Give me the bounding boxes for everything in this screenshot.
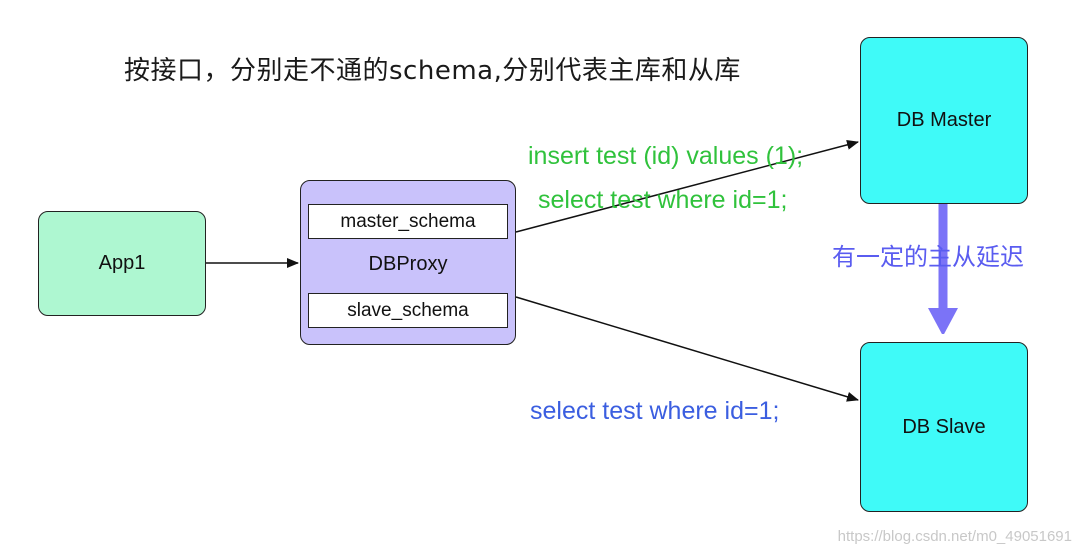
dbproxy-label: DBProxy <box>368 253 448 275</box>
master-insert-sql: insert test (id) values (1); <box>528 142 804 170</box>
watermark: https://blog.csdn.net/m0_49051691 <box>837 528 1072 545</box>
db-master-node: DB Master <box>860 37 1028 204</box>
slave-schema-label: slave_schema <box>347 299 469 321</box>
db-master-label: DB Master <box>896 109 992 131</box>
app-node: App1 <box>38 211 206 316</box>
db-slave-node: DB Slave <box>860 342 1028 512</box>
proxy-to-master-arrow <box>515 139 859 233</box>
proxy-to-slave-arrow <box>515 296 859 402</box>
replication-lag-label: 有一定的主从延迟 <box>832 243 1024 271</box>
diagram-heading: 按接口，分别走不通的schema,分别代表主库和从库 <box>124 56 741 86</box>
dbproxy-node: master_schema DBProxy slave_schema <box>300 180 516 345</box>
master-select-sql: select test where id=1; <box>538 186 788 214</box>
app-node-label: App1 <box>98 252 146 274</box>
slave-schema-box: slave_schema <box>308 293 508 328</box>
db-slave-label: DB Slave <box>902 415 986 438</box>
slave-select-sql: select test where id=1; <box>530 397 780 425</box>
master-schema-box: master_schema <box>308 204 508 239</box>
master-schema-label: master_schema <box>340 210 476 232</box>
